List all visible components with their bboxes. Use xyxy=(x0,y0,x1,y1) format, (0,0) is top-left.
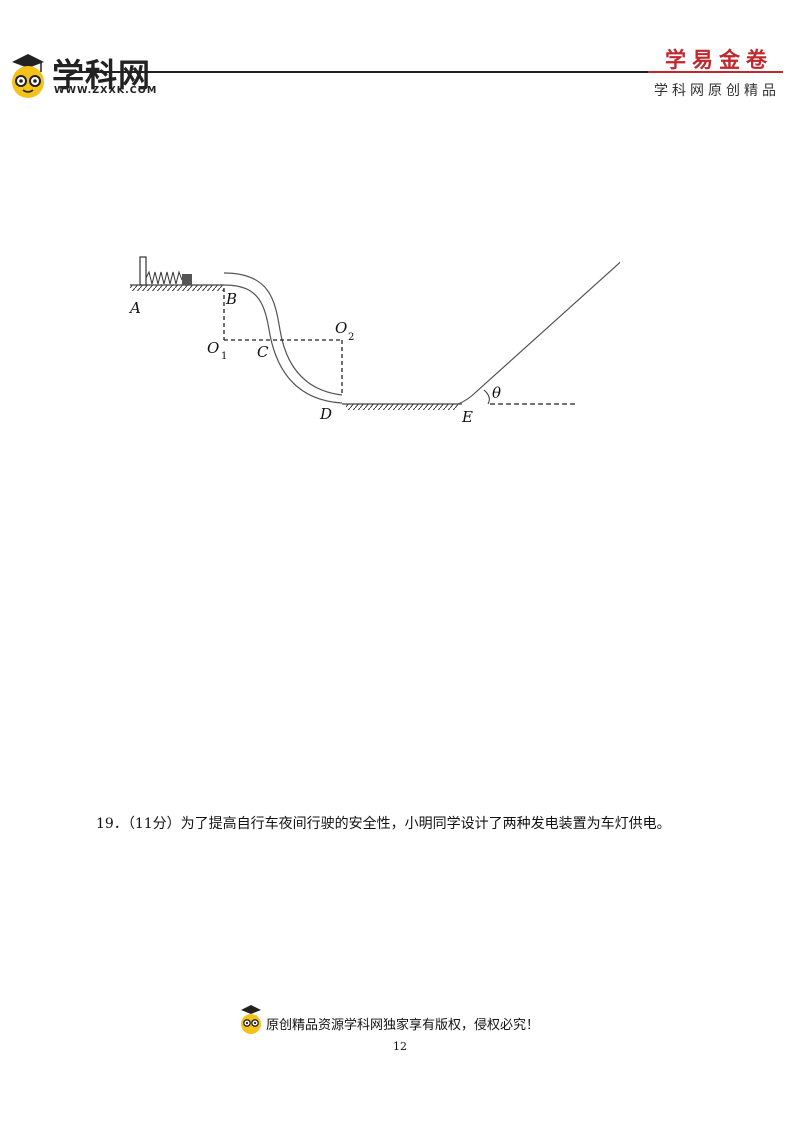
label-a: A xyxy=(128,299,141,317)
brand-subtitle: 学科网原创精品 xyxy=(654,83,780,99)
ground-ab-hatch xyxy=(130,285,224,291)
label-o1: O xyxy=(207,339,219,357)
block xyxy=(182,274,192,285)
label-o1-sub: 1 xyxy=(221,351,227,362)
label-o2-sub: 2 xyxy=(348,332,354,343)
logo-url: WWW.ZXXK.COM xyxy=(54,85,158,96)
page-number: 12 xyxy=(393,1040,407,1053)
ground-de-hatch xyxy=(346,404,458,410)
label-d: D xyxy=(319,405,332,423)
footer-mascot-icon xyxy=(241,1005,261,1034)
header-rule xyxy=(60,71,780,73)
brand-underline xyxy=(648,71,783,73)
logo-mascot-icon xyxy=(12,54,44,98)
label-o2: O xyxy=(335,319,347,337)
angle-arc xyxy=(483,389,490,405)
label-theta: θ xyxy=(492,384,501,402)
question-19: 19．（11分）为了提高自行车夜间行驶的安全性，小明同学设计了两种发电装置为车灯… xyxy=(96,813,671,833)
brand-title: 学易金卷 xyxy=(665,47,773,72)
question-text: （11分）为了提高自行车夜间行驶的安全性，小明同学设计了两种发电装置为车灯供电。 xyxy=(127,816,671,832)
logo-text: 学科网 xyxy=(52,56,152,94)
curved-tube-inner xyxy=(223,284,343,404)
spring xyxy=(145,270,183,285)
track-diagram: A B O 1 C O 2 D E θ F xyxy=(128,256,620,426)
question-number: 19． xyxy=(96,816,128,832)
curved-tube-outer xyxy=(223,272,343,396)
label-e: E xyxy=(461,408,473,426)
launcher-wall xyxy=(139,256,147,286)
footer-copyright: 原创精品资源学科网独家享有版权，侵权必究！ xyxy=(266,1018,540,1033)
label-b: B xyxy=(225,290,237,308)
incline-ef xyxy=(457,261,620,405)
label-c: C xyxy=(257,343,269,361)
